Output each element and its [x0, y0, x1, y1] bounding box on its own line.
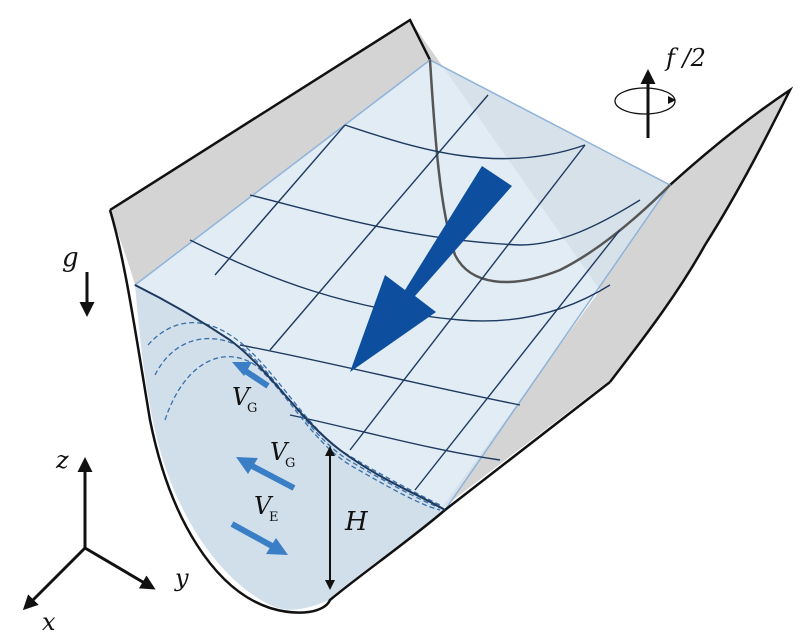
height-label: H	[344, 507, 369, 537]
gravity-label: g	[62, 243, 79, 273]
axis-y-label: y	[174, 564, 189, 592]
surface-front-edge	[134, 284, 446, 511]
axis-z-label: z	[55, 446, 69, 474]
left-back-wall	[110, 20, 430, 285]
velocity-label-3: V	[254, 492, 274, 520]
velocity-sub-2: G	[285, 456, 295, 471]
cross-section-face	[135, 285, 445, 610]
velocity-sub-3: E	[269, 510, 279, 525]
velocity-arrow-2	[236, 457, 296, 491]
right-wall-outline	[609, 86, 794, 383]
rotation-icon	[614, 69, 676, 138]
axis-x-label: x	[42, 608, 56, 636]
velocity-arrow-1	[232, 362, 270, 389]
velocity-sub-1: G	[247, 401, 257, 416]
velocity-label-1: V	[232, 383, 252, 411]
axes-icon	[22, 457, 156, 611]
velocity-arrow-3	[230, 521, 288, 555]
surface-grid	[189, 94, 641, 491]
cross-section-streamlines	[147, 322, 441, 511]
channel-bottom-outline	[108, 209, 611, 614]
mean-flow-arrow	[350, 166, 512, 372]
left-back-wall-outline	[109, 18, 432, 212]
rotation-label: f /2	[664, 44, 706, 72]
velocity-label-2: V	[270, 438, 290, 466]
